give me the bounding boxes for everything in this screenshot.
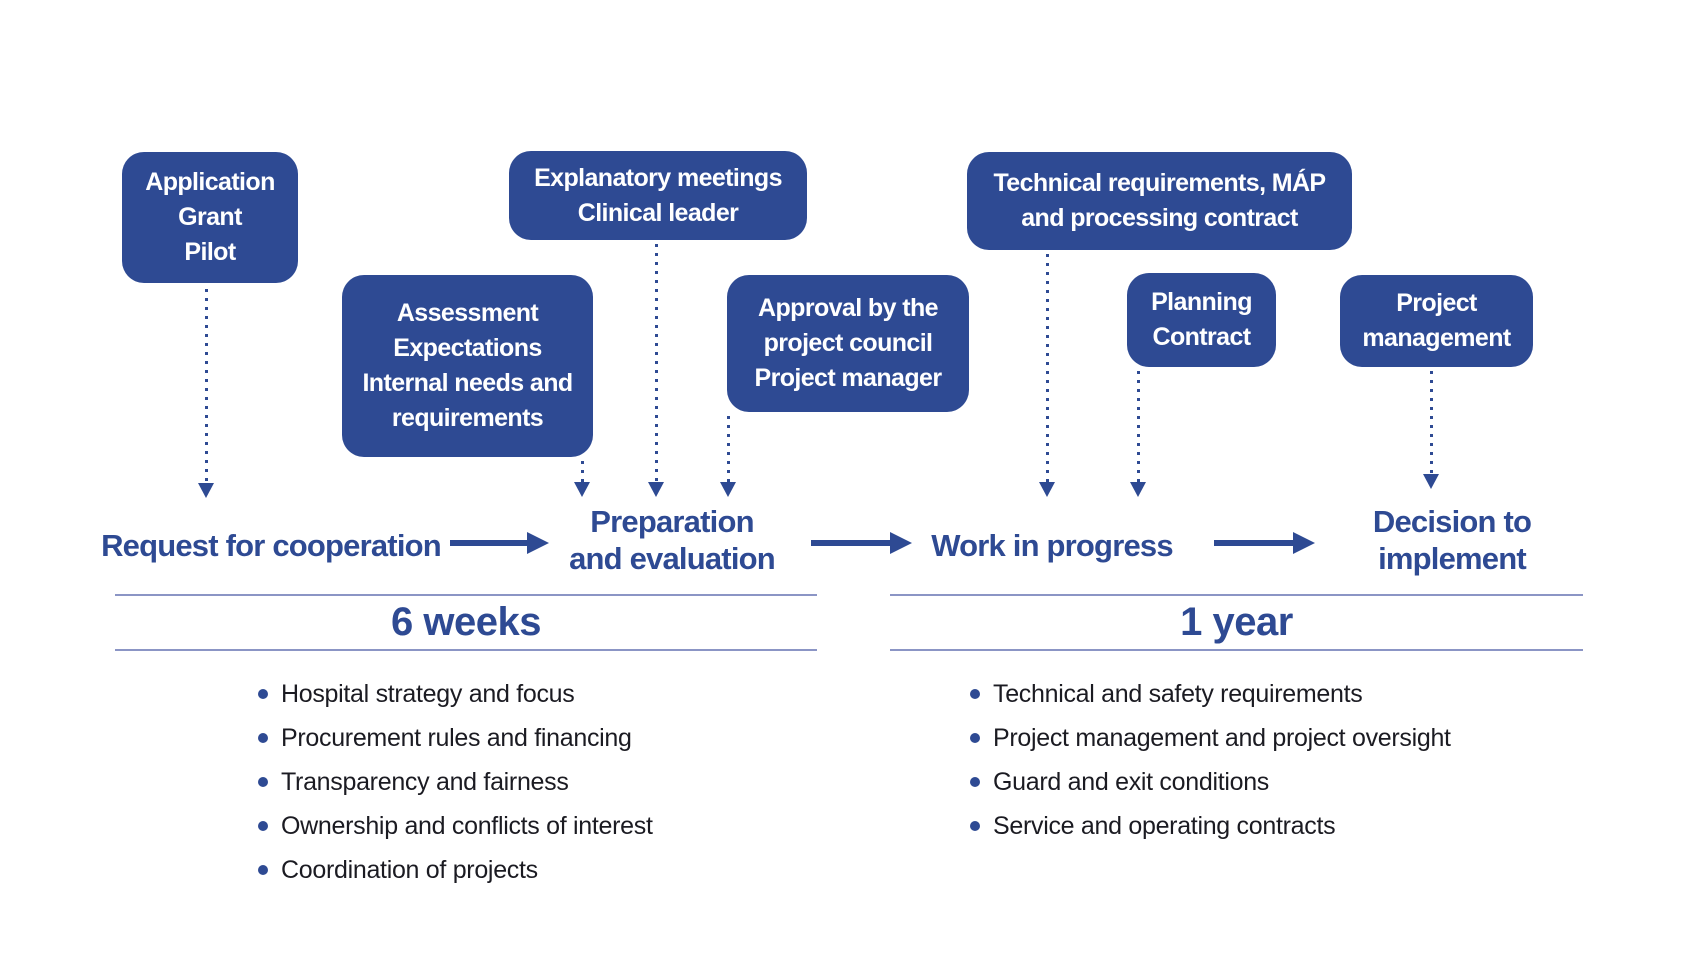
list-item-text: Technical and safety requirements (993, 679, 1363, 708)
flow-arrow-2-icon (811, 532, 912, 554)
box-line: Planning (1151, 288, 1252, 316)
dotted-stem (655, 244, 658, 485)
assessment-box: Assessment Expectations Internal needs a… (342, 275, 593, 457)
bullet-dot-icon (970, 777, 980, 787)
dotted-stem (1046, 254, 1049, 485)
duration-rule-left-bottom (115, 649, 817, 651)
phase-decision-to-implement: Decision to implement (1327, 503, 1577, 577)
dotted-stem (205, 289, 208, 486)
duration-6-weeks: 6 weeks (391, 600, 541, 644)
flow-arrow-1-icon (450, 532, 549, 554)
phase-line: Preparation (590, 504, 754, 539)
phase-line: Decision to (1372, 504, 1532, 539)
list-item-text: Guard and exit conditions (993, 767, 1270, 796)
box-line: Application (145, 168, 275, 196)
bullet-dot-icon (970, 689, 980, 699)
list-item: Service and operating contracts (970, 804, 1451, 848)
box-line: Project manager (754, 364, 943, 392)
arrowhead-icon (720, 482, 736, 497)
duration-rule-right-top (890, 594, 1583, 596)
flow-arrow-3-icon (1214, 532, 1315, 554)
box-line: Internal needs and (362, 369, 573, 397)
bullet-list-left: Hospital strategy and focus Procurement … (258, 672, 653, 892)
dotted-arrow-assessment-icon (574, 461, 591, 497)
list-item: Guard and exit conditions (970, 760, 1451, 804)
dotted-arrow-approval-icon (720, 416, 737, 497)
project-management-box: Project management (1340, 275, 1533, 367)
bullet-list-right: Technical and safety requirements Projec… (970, 672, 1451, 848)
planning-contract-box: Planning Contract (1127, 273, 1276, 367)
application-grant-pilot-box: Application Grant Pilot (122, 152, 298, 283)
arrowhead-icon (648, 482, 664, 497)
technical-requirements-box: Technical requirements, MÁP and processi… (967, 152, 1352, 250)
box-line: Grant (178, 203, 242, 231)
arrowhead-icon (198, 483, 214, 498)
box-line: Expectations (393, 334, 542, 362)
box-line: management (1362, 324, 1511, 352)
arrowhead-icon (1039, 482, 1055, 497)
phase-line: Request for cooperation (101, 528, 442, 563)
bullet-dot-icon (258, 821, 268, 831)
dotted-stem (581, 461, 584, 485)
phase-request-for-cooperation: Request for cooperation (96, 527, 446, 564)
bullet-dot-icon (258, 689, 268, 699)
list-item-text: Procurement rules and financing (281, 723, 632, 752)
bullet-dot-icon (258, 865, 268, 875)
list-item: Technical and safety requirements (970, 672, 1451, 716)
bullet-dot-icon (258, 733, 268, 743)
box-line: Technical requirements, MÁP (993, 169, 1326, 197)
list-item-text: Transparency and fairness (281, 767, 569, 796)
box-line: Clinical leader (577, 198, 739, 227)
list-item-text: Coordination of projects (281, 855, 538, 884)
box-line: Project (1396, 289, 1477, 317)
dotted-arrow-project-management-icon (1423, 371, 1440, 489)
box-line: requirements (391, 404, 544, 432)
phase-line: and evaluation (569, 541, 776, 576)
box-line: Pilot (184, 238, 236, 266)
duration-rule-right-bottom (890, 649, 1583, 651)
list-item-text: Ownership and conflicts of interest (281, 811, 653, 840)
dotted-stem (1137, 371, 1140, 485)
box-line: and processing contract (1021, 204, 1298, 232)
box-line: Approval by the (758, 294, 939, 322)
phase-preparation-and-evaluation: Preparation and evaluation (547, 503, 797, 577)
phase-line: implement (1378, 541, 1527, 576)
duration-rule-left-top (115, 594, 817, 596)
list-item: Ownership and conflicts of interest (258, 804, 653, 848)
duration-1-year: 1 year (1180, 600, 1293, 644)
dotted-stem (1430, 371, 1433, 477)
dotted-stem (727, 416, 730, 485)
list-item: Transparency and fairness (258, 760, 653, 804)
dotted-arrow-explanatory-icon (648, 244, 665, 497)
list-item-text: Hospital strategy and focus (281, 679, 575, 708)
dotted-arrow-technical-icon (1039, 254, 1056, 497)
phase-line: Work in progress (931, 528, 1173, 563)
arrowhead-icon (1130, 482, 1146, 497)
box-line: Assessment (396, 299, 539, 327)
approval-box: Approval by the project council Project … (727, 275, 969, 412)
dotted-arrow-application-icon (198, 289, 215, 498)
box-line: Explanatory meetings (534, 163, 782, 192)
list-item: Coordination of projects (258, 848, 653, 892)
list-item: Hospital strategy and focus (258, 672, 653, 716)
box-line: Contract (1152, 323, 1252, 351)
dotted-arrow-planning-icon (1130, 371, 1147, 497)
list-item-text: Service and operating contracts (993, 811, 1336, 840)
list-item: Project management and project oversight (970, 716, 1451, 760)
bullet-dot-icon (970, 733, 980, 743)
list-item: Procurement rules and financing (258, 716, 653, 760)
arrowhead-icon (1423, 474, 1439, 489)
box-line: project council (763, 329, 933, 357)
bullet-dot-icon (258, 777, 268, 787)
list-item-text: Project management and project oversight (993, 723, 1451, 752)
bullet-dot-icon (970, 821, 980, 831)
arrowhead-icon (574, 482, 590, 497)
explanatory-meetings-box: Explanatory meetings Clinical leader (509, 151, 807, 240)
phase-work-in-progress: Work in progress (902, 527, 1202, 564)
